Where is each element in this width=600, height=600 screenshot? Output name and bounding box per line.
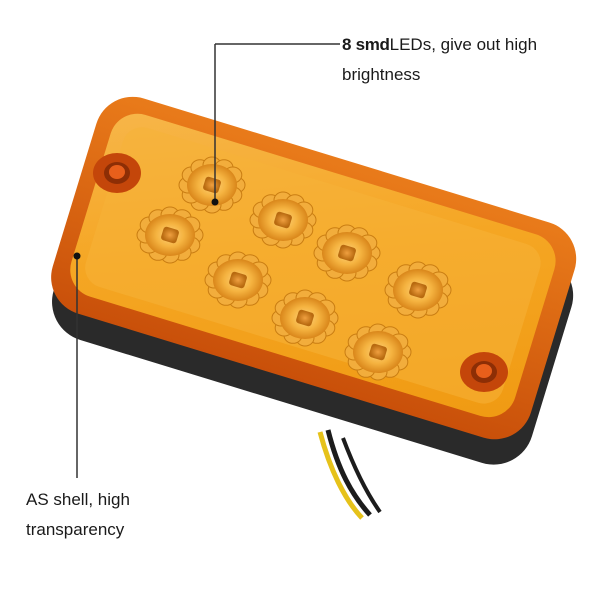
led-chip <box>409 281 427 299</box>
led-cup <box>384 261 452 319</box>
led-cup <box>178 156 246 214</box>
led-chip <box>274 211 292 229</box>
led-cup <box>204 251 272 309</box>
mounting-hole-right <box>460 352 508 392</box>
wires <box>317 429 382 520</box>
callout-leds: 8 smdLEDs, give out high brightness <box>342 30 537 90</box>
callout-leds-bold: 8 smd <box>342 35 390 54</box>
callout-leds-line2: brightness <box>342 65 421 84</box>
callout-shell-line2: transparency <box>26 520 125 539</box>
led-array <box>136 156 452 381</box>
led-chip <box>229 271 247 289</box>
led-cup <box>271 289 339 347</box>
led-chip <box>296 309 314 327</box>
led-cup <box>313 224 381 282</box>
callout-line-shell <box>73 252 81 478</box>
led-chip <box>161 226 179 244</box>
callout-shell: AS shell, high transparency <box>26 485 130 545</box>
led-chip <box>338 244 356 262</box>
callout-line-leds <box>211 43 340 206</box>
callout-shell-line1: AS shell, high <box>26 490 130 509</box>
led-cup <box>136 206 204 264</box>
mounting-hole-left <box>93 153 141 193</box>
led-chip <box>203 176 221 194</box>
led-cup <box>249 191 317 249</box>
led-cup <box>344 323 412 381</box>
led-chip <box>369 343 387 361</box>
callout-leds-line1: LEDs, give out high <box>389 35 538 54</box>
